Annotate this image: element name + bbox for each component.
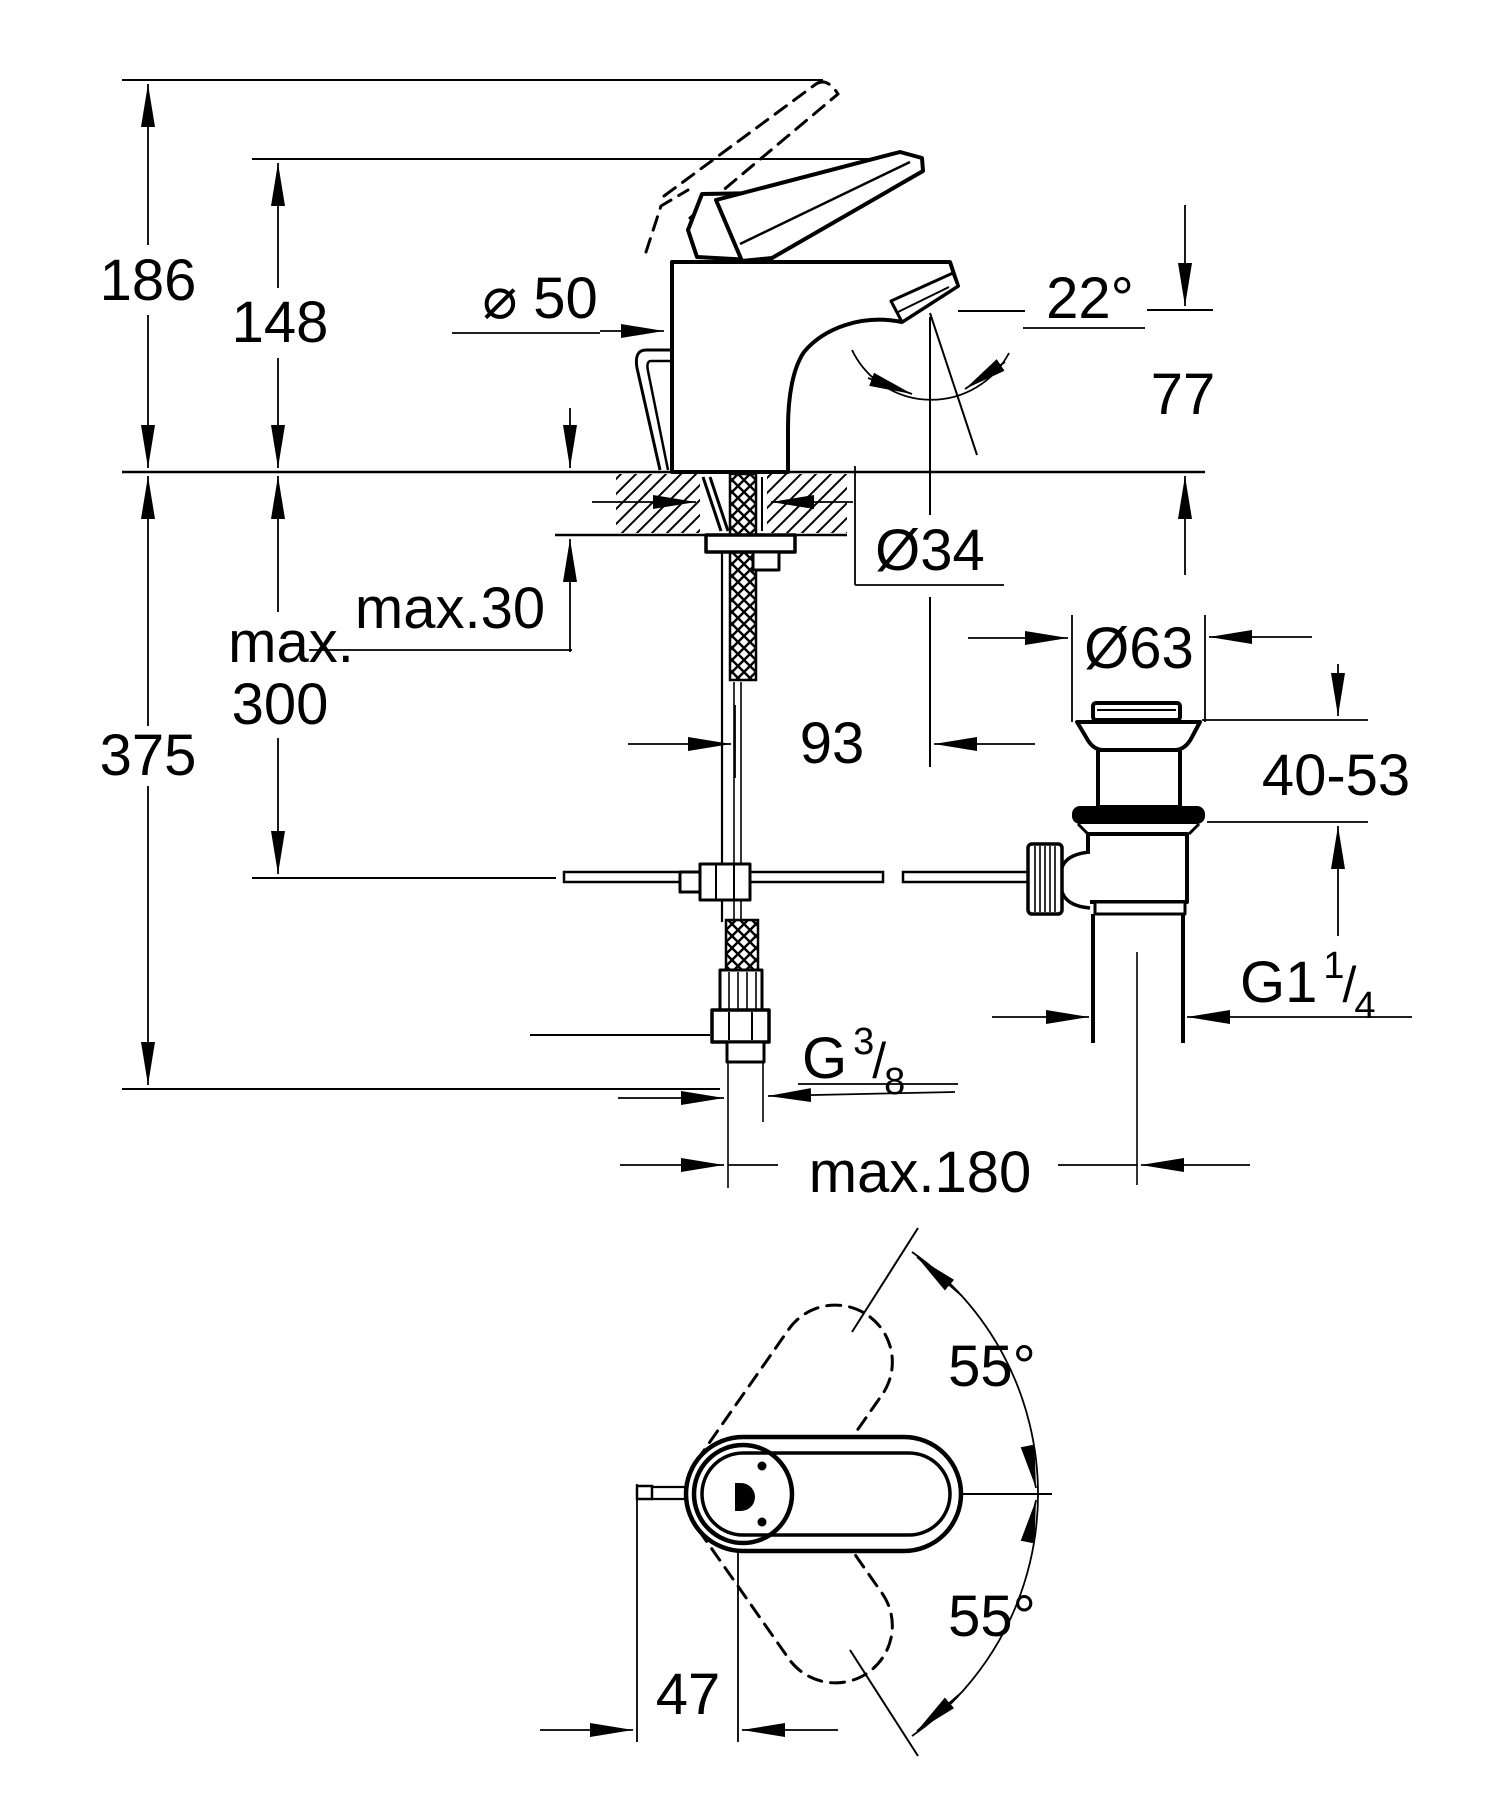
dim-148: 148 xyxy=(232,163,329,468)
dim-spout-reach: 93 xyxy=(628,705,1035,778)
label-spacing-max180: max.180 xyxy=(809,1140,1031,1205)
mounting-nut xyxy=(704,533,797,554)
tailpiece-coupling xyxy=(1093,900,1187,916)
waste-taper-edge2 xyxy=(1187,822,1201,836)
dim-swing-upper: 55° xyxy=(911,1251,1039,1495)
counter-cross-section xyxy=(555,474,847,537)
label-height-to-spout-top: 148 xyxy=(232,290,329,355)
aerator-inner-line xyxy=(897,286,950,313)
dim-deck-thickness: max.30 xyxy=(309,408,577,652)
hose-connector-tube xyxy=(725,1040,766,1064)
label-spout-angle: 22° xyxy=(1046,266,1134,331)
top-view: 55° 55° 47 xyxy=(540,1227,1052,1757)
dim-375: 375 xyxy=(100,476,197,1085)
handle-dot-top xyxy=(757,1461,767,1471)
dim-clamping-range: 40-53 xyxy=(1202,664,1410,936)
label-deck-thickness: max.30 xyxy=(355,576,545,641)
counter-hatch-right xyxy=(767,474,847,533)
side-view: 186 148 ⌀ 50 22° 77 xyxy=(100,79,1412,1205)
dim-spout-angle: 22° xyxy=(851,266,1145,456)
dim-max-180: max.180 xyxy=(620,1140,1250,1205)
label-handle-swing-down: 55° xyxy=(948,1584,1036,1649)
hose-crimp-collar xyxy=(718,968,764,1014)
label-rod-offset: 47 xyxy=(656,1662,721,1727)
hose-hex-nut xyxy=(710,1008,771,1044)
raised-lever-dashed-tip xyxy=(814,80,840,96)
dim-waste-diameter: Ø63 xyxy=(968,615,1312,722)
label-supply-hose-length: 375 xyxy=(100,723,197,788)
supply-hose-braid xyxy=(724,918,760,974)
under-counter-assembly xyxy=(530,472,797,1188)
aerator xyxy=(889,271,960,324)
dim-186: 186 xyxy=(100,84,197,468)
waste-seal-ring xyxy=(1072,806,1205,824)
raised-knuckle-dashed xyxy=(644,188,690,254)
cartridge-ring xyxy=(691,1442,795,1546)
mounting-nut-step xyxy=(751,550,781,572)
label-max-rod-depth-2: 300 xyxy=(232,672,329,737)
dim-swing-lower: 55° xyxy=(911,1493,1039,1737)
pop-up-pull-rod-rear-inner xyxy=(646,359,672,471)
label-height-overall: 186 xyxy=(100,248,197,313)
label-waste-top-diameter: Ø63 xyxy=(1084,616,1194,681)
label-deck-hole-diameter: Ø34 xyxy=(875,518,985,583)
dim-max-300: max. 300 xyxy=(228,476,354,874)
pop-up-pull-rod-rear xyxy=(634,348,672,471)
waste-flange xyxy=(1075,720,1202,752)
handle-lever-inner-line xyxy=(739,160,911,246)
label-body-diameter: ⌀ 50 xyxy=(482,266,598,331)
faucet-body xyxy=(634,260,960,474)
mounting-wedge-edge2 xyxy=(708,476,730,532)
angle-leg-upper xyxy=(851,1227,919,1333)
dim-77: 77 xyxy=(1151,205,1216,575)
label-waste-clamping-range: 40-53 xyxy=(1262,743,1410,808)
angle-leg-22 xyxy=(929,312,978,456)
waste-plug-cap xyxy=(1091,701,1182,722)
dim-hole-diameter: Ø34 xyxy=(592,466,1004,586)
rod-junction-block xyxy=(698,862,752,902)
faucet-handle xyxy=(686,150,925,263)
label-max-rod-depth-1: max. xyxy=(228,610,354,675)
dim-47: 47 xyxy=(540,1484,838,1742)
rod-socket-port xyxy=(1058,850,1091,910)
angle-leg-lower xyxy=(849,1649,919,1757)
handle-top-view-inner xyxy=(700,1451,952,1537)
waste-lower-body xyxy=(1086,832,1189,904)
waste-taper-edge xyxy=(1076,822,1090,836)
label-handle-swing-up: 55° xyxy=(948,1334,1036,1399)
rod-stub-end xyxy=(635,1484,654,1501)
horizontal-rod-right xyxy=(901,870,1035,884)
reference-lines xyxy=(122,79,1213,1090)
drain-valve xyxy=(1026,701,1205,1185)
mounting-wedge-edge xyxy=(701,476,723,532)
cartridge-mark xyxy=(735,1483,755,1511)
counter-hatch-left xyxy=(616,474,700,533)
handle-dot-bottom xyxy=(757,1517,767,1527)
threaded-shank-braid xyxy=(728,472,758,682)
label-spout-reach: 93 xyxy=(800,711,865,776)
rod-clevis-tab xyxy=(678,870,702,894)
label-outlet-height: 77 xyxy=(1151,362,1216,427)
dim-body-diameter: ⌀ 50 xyxy=(452,266,664,338)
pop-up-rod-linkage xyxy=(562,862,1035,902)
raised-lever-dashed-edge xyxy=(662,82,818,198)
waste-upper-body xyxy=(1096,748,1182,809)
